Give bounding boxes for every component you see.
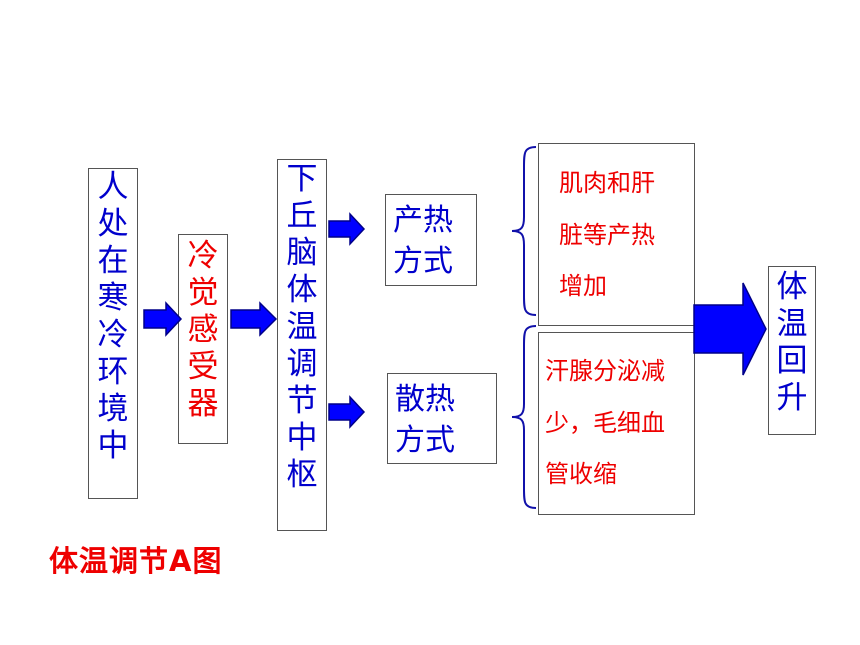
center-text: 下 丘 脑 体 温 调 节 中 枢: [286, 161, 318, 493]
production-effect-text: 肌肉和肝 脏等产热 增加: [559, 169, 655, 300]
heat-dissipation-text: 散热 方式: [395, 382, 455, 458]
arrow-effects-to-result: [693, 282, 767, 376]
situation-text: 人 处 在 寒 冷 环 境 中: [97, 169, 129, 464]
arrow-situation-to-receptor: [143, 301, 183, 337]
result-text: 体 温 回 升: [776, 269, 808, 416]
receptor-box: [178, 234, 228, 444]
result-box: [768, 266, 816, 435]
arrow-center-to-production: [328, 212, 366, 246]
heat-dissipation-box: [387, 373, 497, 464]
heat-production-box: [385, 194, 477, 286]
brace-heat-dissipation: [511, 325, 537, 509]
diagram-caption: 体温调节A图: [49, 544, 223, 578]
dissipation-effect-box: [538, 332, 695, 515]
receptor-text: 冷 觉 感 受 器: [187, 238, 219, 422]
center-box: [277, 159, 327, 531]
dissipation-effect-text: 汗腺分泌减 少，毛细血 管收缩: [545, 357, 665, 488]
production-effect-box: [538, 143, 695, 326]
brace-heat-production: [511, 146, 537, 316]
arrow-receptor-to-center: [230, 301, 278, 337]
situation-box: [88, 168, 138, 499]
arrow-center-to-dissipation: [328, 395, 366, 429]
heat-production-text: 产热 方式: [393, 203, 453, 279]
